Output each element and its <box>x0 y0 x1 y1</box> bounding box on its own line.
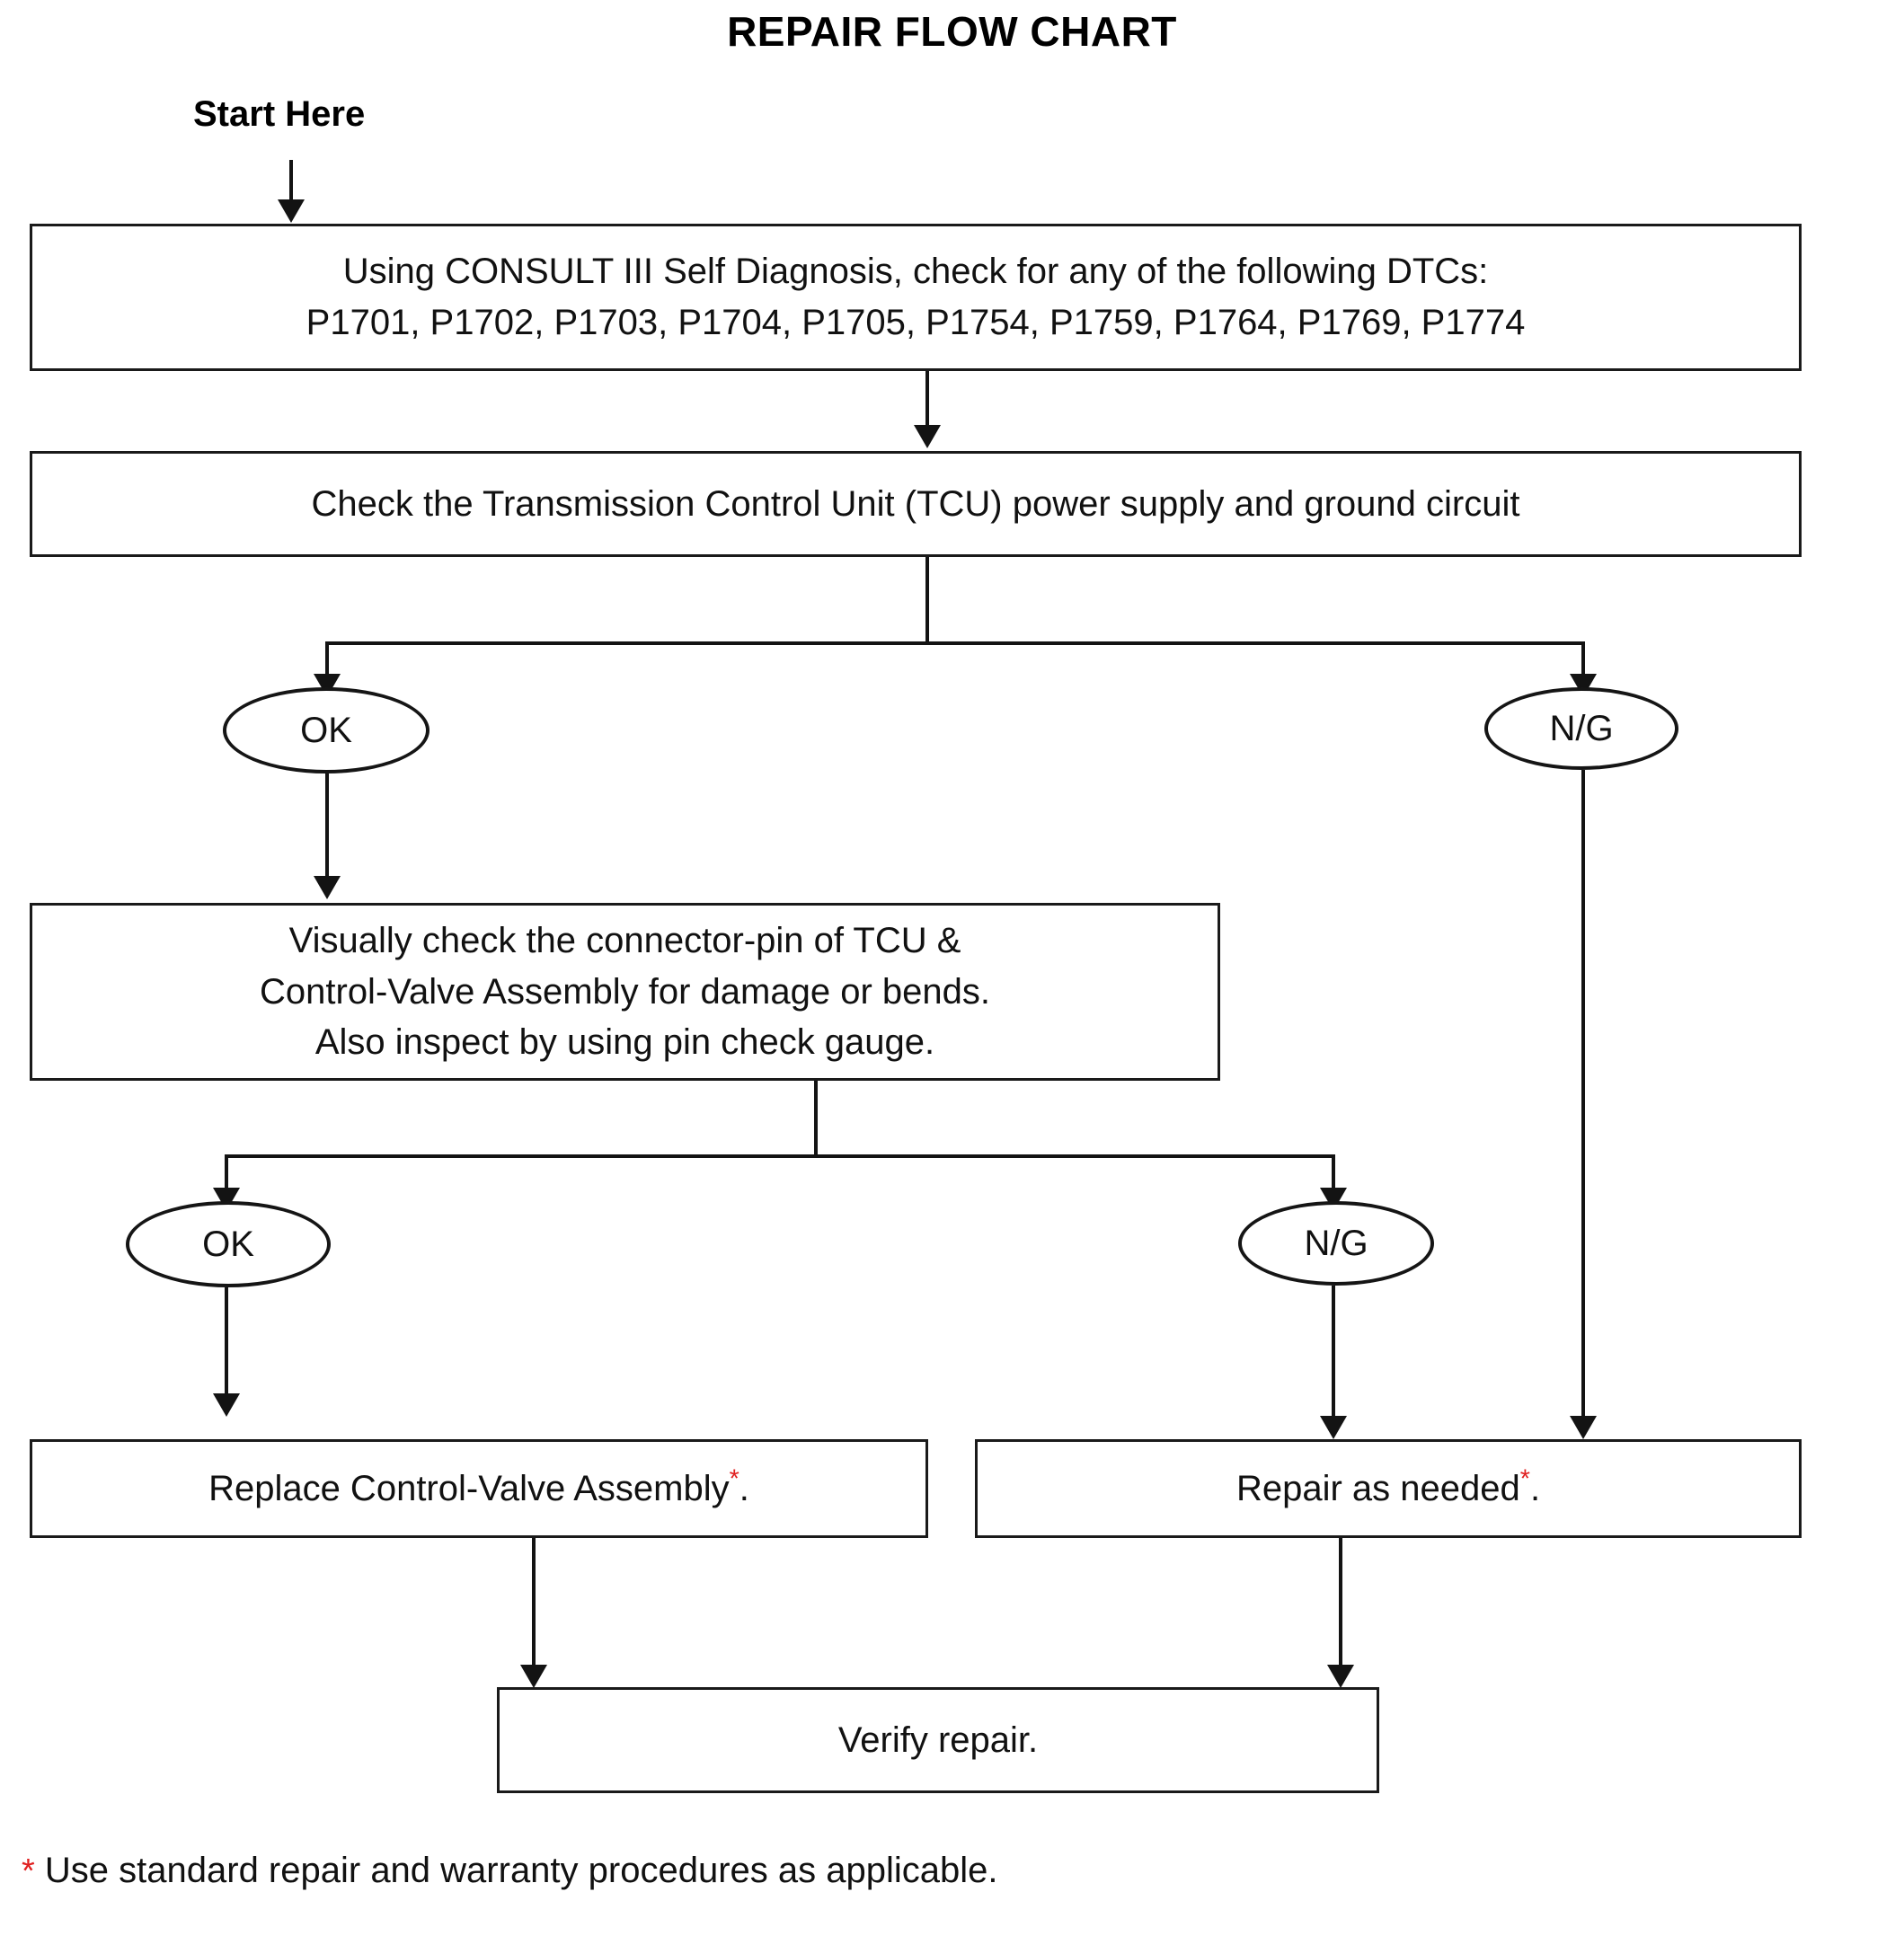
footnote: * Use standard repair and warranty proce… <box>22 1851 998 1891</box>
arrowhead-start-to-dtc <box>278 199 305 223</box>
decision-ok-2-label: OK <box>202 1224 254 1264</box>
arrowhead-ng2-to-repair <box>1320 1416 1347 1439</box>
decision-ng-1: N/G <box>1484 687 1678 770</box>
connector-ok1-to-visual <box>325 774 329 888</box>
node-visual-check-line2: Control-Valve Assembly for damage or ben… <box>260 971 990 1012</box>
connector-tcu-branch-bar <box>325 641 1585 645</box>
connector-replace-to-verify <box>532 1538 536 1676</box>
node-repair-needed-text: Repair as needed <box>1235 1468 1520 1508</box>
connector-ok2-to-replace <box>225 1287 228 1404</box>
asterisk-marker: * <box>1519 1464 1530 1494</box>
connector-dtc-to-tcu <box>925 371 929 432</box>
arrowhead-ng1-to-repair <box>1570 1416 1597 1439</box>
footnote-text: Use standard repair and warranty procedu… <box>34 1851 998 1890</box>
footnote-asterisk-icon: * <box>22 1852 35 1890</box>
arrowhead-replace-to-verify <box>520 1665 547 1688</box>
node-visual-check-line1: Visually check the connector-pin of TCU … <box>288 920 961 960</box>
connector-visual-branch-bar <box>225 1154 1332 1158</box>
node-repair-needed: Repair as needed*. <box>975 1439 1802 1538</box>
node-verify-repair: Verify repair. <box>497 1687 1379 1793</box>
connector-tcu-to-ng1 <box>1581 641 1585 688</box>
arrowhead-dtc-to-tcu <box>914 425 941 448</box>
node-visual-check-line3: Also inspect by using pin check gauge. <box>314 1022 935 1063</box>
node-tcu-power: Check the Transmission Control Unit (TCU… <box>30 451 1802 557</box>
decision-ok-1: OK <box>223 687 430 774</box>
node-repair-needed-label: Repair as needed*. <box>1236 1463 1540 1515</box>
connector-visual-to-ok2 <box>225 1154 228 1201</box>
start-here-label: Start Here <box>193 94 366 134</box>
arrowhead-repair-to-verify <box>1327 1665 1354 1688</box>
node-verify-repair-text: Verify repair. <box>837 1719 1039 1760</box>
arrowhead-ok2-to-replace <box>213 1393 240 1417</box>
page-title: REPAIR FLOW CHART <box>727 8 1177 55</box>
node-dtc-check-line1: Using CONSULT III Self Diagnosis, check … <box>342 252 1489 292</box>
connector-ng1-to-repair <box>1581 770 1585 1428</box>
decision-ng-2: N/G <box>1238 1201 1434 1286</box>
connector-visual-to-ng2 <box>1332 1154 1335 1201</box>
arrowhead-ok1-to-visual <box>314 876 341 899</box>
node-replace-valve-period: . <box>739 1468 749 1508</box>
decision-ng-1-label: N/G <box>1549 708 1614 748</box>
asterisk-marker: * <box>729 1464 739 1494</box>
node-replace-valve: Replace Control-Valve Assembly*. <box>30 1439 928 1538</box>
connector-start-to-dtc <box>289 160 293 207</box>
connector-visual-branch-stem <box>814 1081 818 1156</box>
node-visual-check: Visually check the connector-pin of TCU … <box>30 903 1220 1081</box>
node-dtc-check: Using CONSULT III Self Diagnosis, check … <box>30 224 1802 371</box>
node-repair-needed-period: . <box>1529 1468 1541 1508</box>
node-replace-valve-text: Replace Control-Valve Assembly <box>208 1468 730 1508</box>
connector-repair-to-verify <box>1339 1538 1342 1676</box>
decision-ok-2: OK <box>126 1201 331 1287</box>
connector-tcu-to-ok1 <box>325 641 329 688</box>
connector-tcu-branch-stem <box>925 557 929 643</box>
node-dtc-check-line2: P1701, P1702, P1703, P1704, P1705, P1754… <box>306 303 1526 342</box>
node-replace-valve-label: Replace Control-Valve Assembly*. <box>208 1463 749 1515</box>
decision-ng-2-label: N/G <box>1304 1223 1368 1263</box>
decision-ok-1-label: OK <box>300 710 352 750</box>
connector-ng2-to-repair <box>1332 1286 1335 1420</box>
node-tcu-power-line1: Check the Transmission Control Unit (TCU… <box>311 483 1520 524</box>
